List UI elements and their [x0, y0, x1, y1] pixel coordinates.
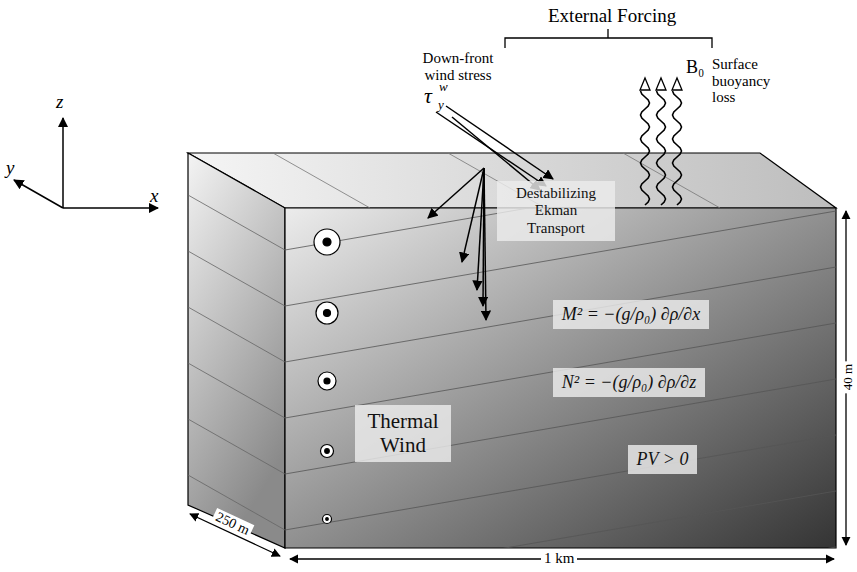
buoyancy-loss-arrows [640, 78, 650, 90]
isopycnals [188, 419, 285, 474]
side-face [188, 153, 285, 548]
isopycnals [285, 491, 836, 572]
thermal-wind-symbols [324, 310, 331, 317]
isopycnals [285, 155, 836, 250]
ekman-spiral [428, 168, 486, 320]
panel-text: Destabilizing Ekman Transport [505, 185, 607, 237]
ocean-box [188, 153, 836, 572]
forcing-bracket [505, 29, 712, 48]
thermal-wind-symbols [323, 515, 332, 524]
thermal-wind-symbols [314, 229, 340, 524]
panel-text: Thermal Wind [363, 409, 443, 457]
isopycnals [285, 267, 836, 362]
front-face [285, 208, 836, 548]
isopycnals [285, 155, 836, 572]
figure-label: Surface buoyancy loss [712, 56, 778, 106]
isopycnals [188, 195, 285, 250]
axes [63, 207, 158, 209]
figure-label: x [150, 186, 158, 207]
buoyancy-loss-arrows [673, 91, 682, 205]
figure-label: y [6, 158, 14, 179]
thermal-wind-symbols [318, 372, 336, 390]
figure-label: τ [424, 84, 432, 108]
text-panel: N² = −(g/ρ₀) ∂ρ/∂z [553, 368, 705, 397]
figure-label: y [438, 98, 444, 112]
thermal-wind-symbols [314, 229, 340, 255]
figure-label: 40 m [841, 361, 855, 393]
isopycnals [285, 323, 836, 418]
isopycnals [188, 251, 285, 306]
text-panel: M² = −(g/ρ₀) ∂ρ/∂x [553, 300, 709, 329]
thermal-wind-symbols [323, 238, 331, 246]
buoyancy-loss-arrows [640, 78, 682, 205]
panel-text: M² = −(g/ρ₀) ∂ρ/∂x [561, 304, 701, 325]
wind-stress-arrows [446, 106, 553, 179]
figure-label: w [439, 80, 448, 94]
thermal-wind-symbols [321, 445, 334, 458]
isopycnals [273, 153, 370, 208]
ekman-spiral [484, 168, 486, 320]
text-panel: Thermal Wind [355, 405, 451, 462]
isopycnals [285, 547, 836, 572]
buoyancy-loss-arrows [657, 91, 666, 205]
panel-text: N² = −(g/ρ₀) ∂ρ/∂z [561, 372, 697, 393]
dimension-arrows [190, 211, 846, 559]
text-panel: PV > 0 [628, 445, 697, 474]
axes [14, 180, 63, 208]
forcing-bracket [505, 29, 712, 48]
isopycnals [188, 195, 285, 572]
figure-label: 1 km [541, 550, 577, 567]
isopycnals [188, 307, 285, 362]
buoyancy-loss-arrows [641, 91, 650, 205]
ekman-spiral [428, 168, 484, 218]
figure-label: External Forcing [548, 6, 676, 27]
thermal-wind-symbols [324, 378, 330, 384]
thermal-wind-symbols [325, 449, 330, 454]
isopycnals [623, 153, 720, 208]
figure-label: B₀ [686, 58, 704, 78]
buoyancy-loss-arrows [656, 78, 666, 90]
axes [14, 118, 158, 208]
isopycnals [188, 363, 285, 418]
wind-stress-arrows [436, 106, 553, 190]
buoyancy-loss-arrows [672, 78, 682, 90]
figure-label: Down-front wind stress [412, 50, 504, 83]
panel-text: PV > 0 [636, 449, 689, 470]
thermal-wind-symbols [326, 518, 329, 521]
wind-stress-arrows [452, 117, 540, 190]
figure-label: z [56, 92, 63, 113]
thermal-wind-symbols [316, 302, 338, 324]
axes [62, 118, 64, 208]
text-panel: Destabilizing Ekman Transport [497, 181, 615, 241]
